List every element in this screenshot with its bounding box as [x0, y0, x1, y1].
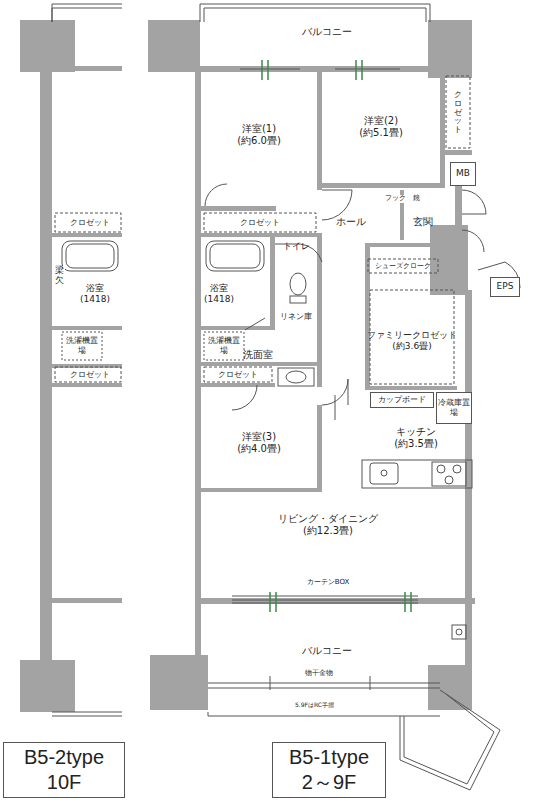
room-size: (約12.3畳): [303, 525, 353, 538]
room-name: シューズクローク: [375, 262, 431, 271]
plan-note: 梁欠: [54, 266, 65, 286]
room-name: 浴室: [86, 283, 104, 294]
room-size: (約5.1畳): [359, 127, 403, 140]
room-area: EPS: [490, 277, 520, 297]
room-name: クロゼット: [70, 370, 110, 380]
room-area: 浴室(1418): [79, 278, 111, 310]
plan-note: 物干金物: [304, 670, 334, 678]
room-area: ホール: [326, 212, 376, 232]
details: [52, 4, 520, 790]
plan-note: フック: [384, 195, 407, 203]
room-area: キッチン(約3.5畳): [376, 418, 456, 458]
room-size: (約3.6畳): [392, 341, 431, 352]
room-name: クロゼット: [70, 218, 110, 228]
room-area: バルコニー: [280, 642, 374, 660]
room-name: クロゼット: [454, 91, 462, 135]
type-label-box: B5-2type10F: [3, 742, 125, 798]
room-name: トイレ: [283, 241, 310, 252]
room-area: 洗濯機置場: [205, 334, 243, 358]
room-size: (約4.0畳): [237, 443, 281, 456]
room-area: ファミリークロゼット(約3.6畳): [366, 318, 458, 364]
room-area: クロゼット: [212, 368, 264, 381]
plan-note: 5.9FはRC手摺: [294, 702, 335, 709]
room-size: 2～9F: [302, 770, 356, 795]
room-area: 洋室(1)(約6.0畳): [205, 110, 313, 160]
room-name: 洗濯機置場: [63, 336, 101, 356]
room-size: (1418): [80, 294, 110, 305]
room-area: シューズクローク: [369, 260, 437, 272]
room-name: MB: [456, 168, 470, 179]
room-name: 洗濯機置場: [205, 336, 243, 356]
room-name: 浴室: [210, 283, 228, 294]
room-area: 洗面室: [240, 346, 276, 364]
room-name: リビング・ダイニング: [278, 513, 378, 526]
room-area: 洋室(2)(約5.1畳): [326, 102, 436, 152]
room-area: カップボード: [370, 392, 434, 408]
room-area: クロゼット: [448, 82, 468, 144]
room-area: バルコニー: [280, 22, 374, 42]
room-area: リネン庫: [277, 309, 315, 324]
room-name: 洋室(2): [364, 115, 398, 128]
room-area: トイレ: [277, 239, 315, 254]
room-area: 玄関: [405, 213, 441, 231]
type-label-box: B5-1type2～9F: [272, 742, 386, 798]
room-area: クロゼット: [60, 215, 120, 230]
room-name: クロゼット: [218, 370, 258, 380]
room-area: 洗濯機置場: [63, 334, 101, 358]
room-name: ホール: [336, 216, 366, 229]
walls: [20, 20, 475, 712]
room-area: カーテンBOX: [286, 576, 370, 589]
room-area: 浴室(1418): [203, 278, 235, 310]
room-area: 洋室(3)(約4.0畳): [205, 418, 313, 468]
room-name: カップボード: [378, 395, 426, 405]
room-name: バルコニー: [302, 645, 352, 658]
room-size: 10F: [47, 770, 81, 795]
room-size: (約3.5畳): [394, 438, 438, 451]
room-area: クロゼット: [60, 368, 120, 381]
room-name: キッチン: [396, 426, 436, 439]
room-name: B5-1type: [289, 745, 369, 770]
room-name: クロゼット: [240, 218, 280, 228]
room-area: リビング・ダイニング(約12.3畳): [253, 508, 403, 542]
room-name: 洋室(3): [242, 431, 276, 444]
room-area: 冷蔵庫置場: [436, 392, 472, 424]
room-size: (約6.0畳): [237, 135, 281, 148]
room-area: クロゼット: [230, 215, 290, 230]
room-name: ファミリークロゼット: [367, 330, 457, 341]
room-name: リネン庫: [280, 312, 312, 322]
room-name: カーテンBOX: [307, 578, 350, 587]
plan-note: 鏡: [412, 195, 421, 203]
room-area: MB: [450, 162, 476, 186]
room-name: 玄関: [413, 216, 433, 229]
room-name: B5-2type: [24, 745, 104, 770]
room-name: EPS: [497, 281, 514, 292]
room-name: バルコニー: [302, 26, 352, 39]
room-size: (1418): [204, 294, 234, 305]
room-name: 冷蔵庫置場: [437, 398, 471, 418]
room-name: 洋室(1): [242, 123, 276, 136]
room-name: 洗面室: [243, 349, 273, 362]
